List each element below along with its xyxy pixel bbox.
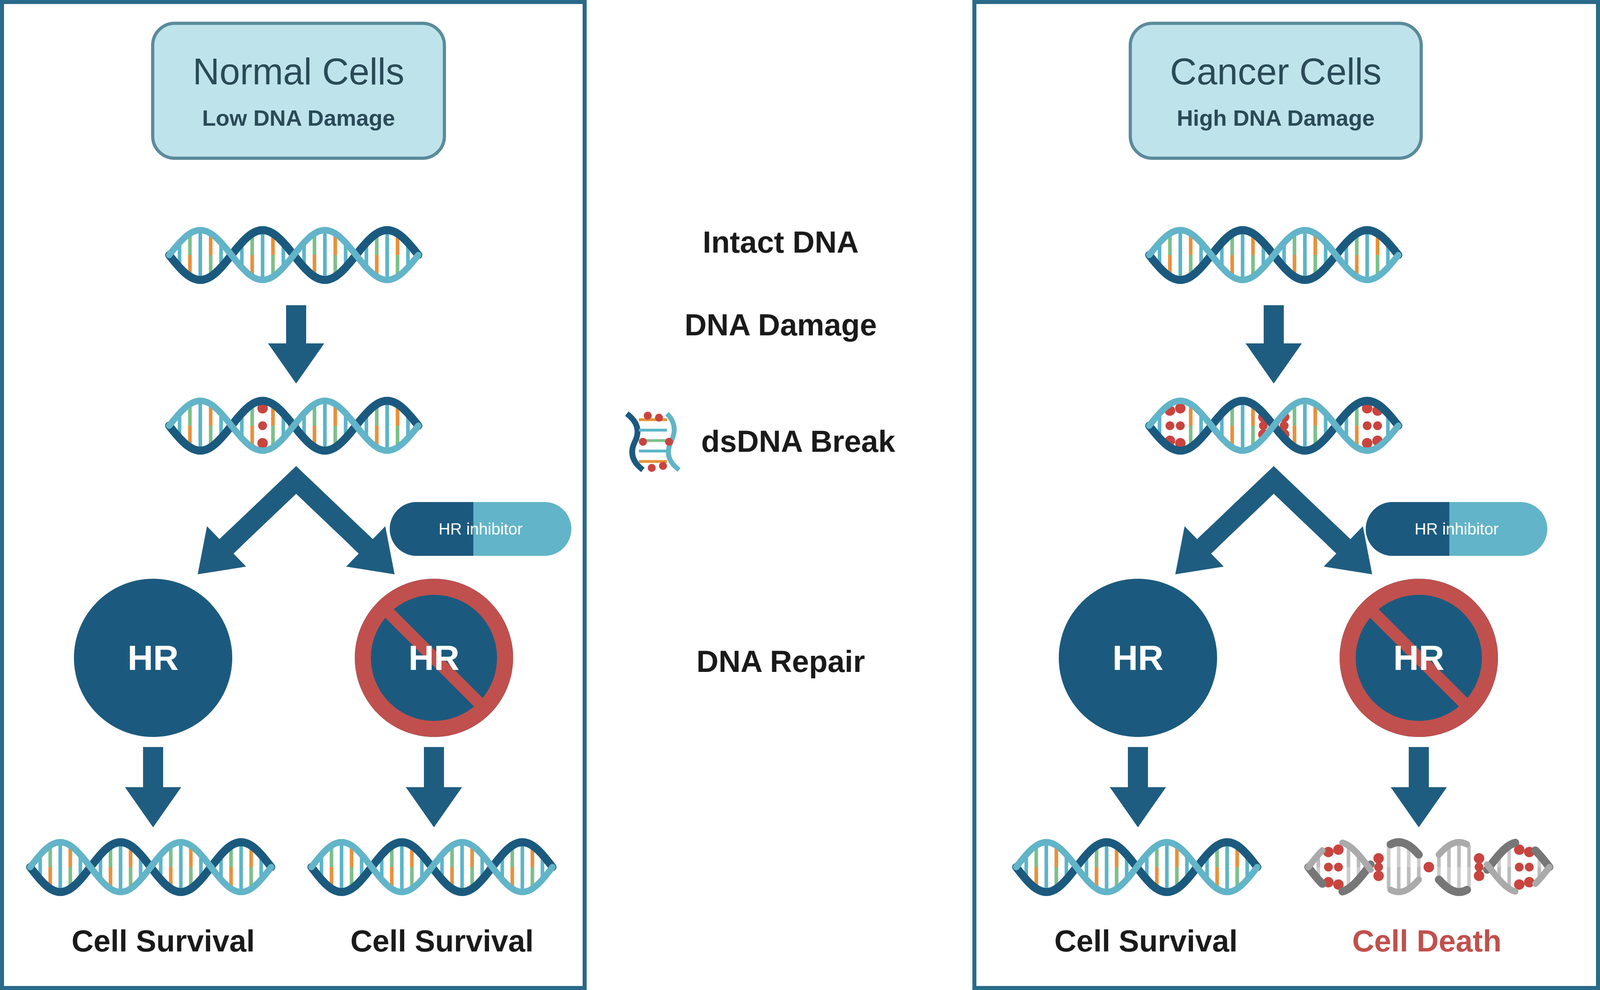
blocked-hr-circle: HR [352,576,516,740]
title-box: Normal CellsLow DNA Damage [147,18,450,164]
dna-helix [1308,842,1550,893]
title-text: Cancer Cells [1170,50,1382,93]
dna-helix [1149,230,1399,281]
dna-helix [169,230,419,281]
stage-label: DNA Repair [696,644,865,680]
dna-helix [1016,842,1258,893]
inhibitor-text: HR inhibitor [438,520,523,539]
hr-text: HR [1112,637,1164,679]
hr-circle: HR [1056,576,1220,740]
panel-border [974,2,1598,989]
hr-circle: HR [71,576,235,740]
stage-label: DNA Damage [684,307,878,343]
dna-helix [169,401,419,451]
subtitle-text: Low DNA Damage [202,104,395,131]
dna-helix [1149,401,1399,451]
dna-helix [30,842,272,893]
outcome-text: Cell Death [1352,923,1502,959]
outcome-text: Cell Survival [1054,923,1238,959]
inhibitor-pill: HR inhibitor [1365,502,1548,557]
stage-label: Intact DNA [702,224,859,260]
title-box: Cancer CellsHigh DNA Damage [1125,18,1427,164]
blocked-hr-circle: HR [1337,576,1501,740]
hr-text: HR [408,637,460,679]
subtitle-text: High DNA Damage [1176,104,1375,131]
outcome-text: Cell Survival [350,923,534,959]
inhibitor-pill: HR inhibitor [389,502,572,557]
stage-label: dsDNA Break [701,423,896,459]
title-text: Normal Cells [192,50,405,93]
dna-helices [30,230,1550,893]
dsdna-break-icon [626,411,680,473]
hr-text: HR [1393,637,1445,679]
inhibitor-text: HR inhibitor [1414,520,1499,539]
hr-text: HR [127,637,179,679]
outcome-text: Cell Survival [71,923,255,959]
flow-arrows [124,305,1447,828]
panel-border [2,2,585,989]
dna-helix [311,842,553,893]
